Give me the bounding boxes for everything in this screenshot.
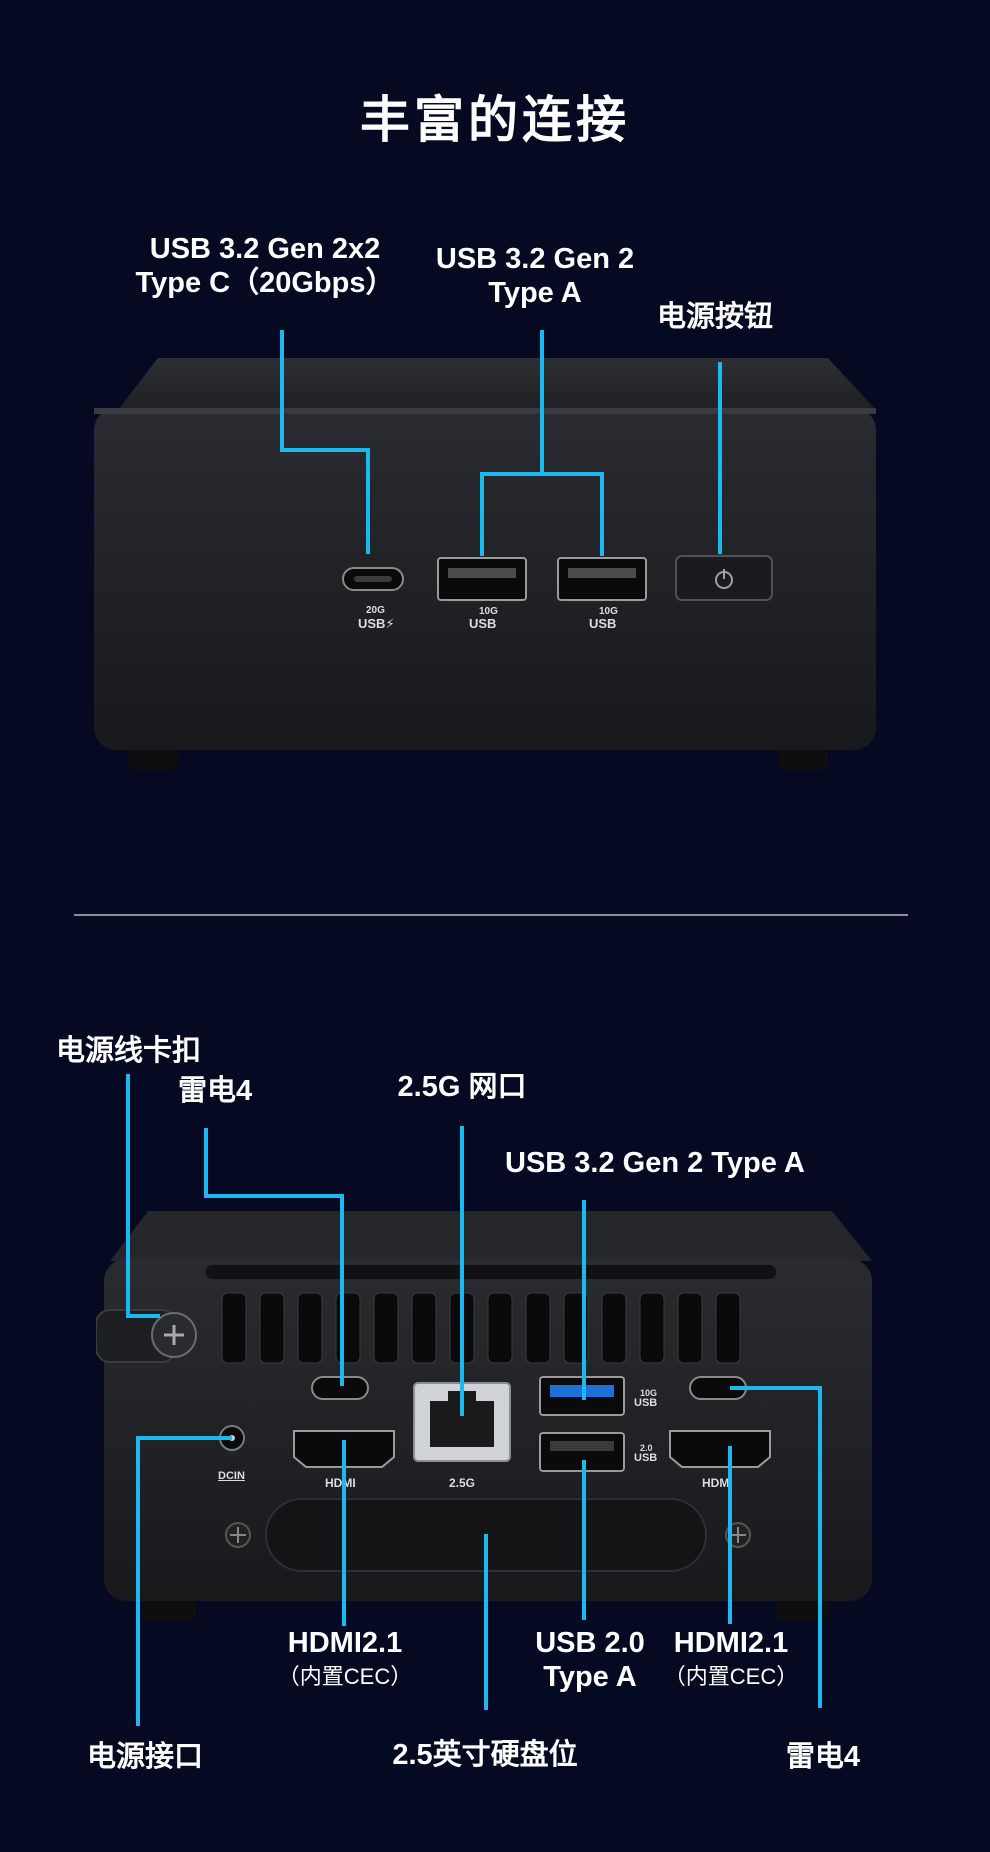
callout-line: [366, 448, 370, 554]
usb20-label: USB 2.0 Type A: [520, 1626, 660, 1694]
usb-top-speed-text: 10G: [640, 1388, 658, 1398]
callout-line: [728, 1446, 732, 1624]
hdmi-right-label: HDMI2.1 （内置CEC）: [656, 1626, 806, 1694]
callout-line: [460, 1126, 464, 1416]
callout-line: [340, 1194, 344, 1386]
callout-line: [582, 1200, 586, 1400]
usb-top-name-text: USB: [634, 1397, 658, 1409]
hdmi-left-label-line2: （内置CEC）: [277, 1664, 413, 1689]
front-device-image: [94, 358, 876, 770]
usba1-port-speed: 10G: [479, 606, 498, 617]
lan-label: 2.5G 网口: [397, 1071, 527, 1103]
page-title: 丰富的连接: [360, 92, 630, 148]
usb-a-front-label-line1: USB 3.2 Gen 2: [435, 243, 635, 275]
callout-line: [480, 472, 484, 556]
callout-line: [600, 472, 604, 556]
callout-line: [280, 448, 370, 452]
usb20-label-line2: Type A: [543, 1661, 637, 1693]
usba1-port-name: USB: [469, 616, 497, 631]
hdmi-left-port-text: HDMI: [325, 1476, 356, 1490]
power-button-label: 电源按钮: [656, 301, 773, 333]
callout-line: [126, 1314, 160, 1318]
hdmi-right-port-text: HDMI: [702, 1476, 733, 1490]
callout-line: [484, 1534, 488, 1710]
usbc-port-speed: 20G: [366, 605, 385, 616]
usb-c-label: USB 3.2 Gen 2x2 Type C（20Gbps）: [120, 232, 410, 300]
thunderbolt-right-label: 雷电4: [785, 1741, 861, 1773]
callout-line: [582, 1460, 586, 1620]
callout-line: [204, 1194, 344, 1198]
usb-a-rear-label: USB 3.2 Gen 2 Type A: [505, 1147, 805, 1179]
hdmi-right-label-line1: HDMI2.1: [673, 1627, 789, 1659]
usb-c-label-line2: Type C（20Gbps）: [135, 267, 395, 299]
hdmi-right-label-line2: （内置CEC）: [663, 1664, 799, 1689]
callout-line: [204, 1128, 208, 1198]
callout-line: [480, 472, 604, 476]
callout-line: [126, 1074, 130, 1318]
front-view: 20G USB⚡ 10G USB 10G USB USB 3.2 Gen 2x2…: [0, 0, 990, 800]
cable-clip-label: 电源线卡扣: [56, 1035, 202, 1067]
usb-bottom-name-text: USB: [634, 1452, 658, 1464]
callout-line: [136, 1436, 232, 1440]
power-jack-label: 电源接口: [86, 1741, 203, 1773]
usb-bottom-speed-text: 2.0: [640, 1443, 653, 1453]
usba2-port-name: USB: [589, 616, 617, 631]
thunderbolt-left-label: 雷电4: [178, 1075, 253, 1107]
usb-a-front-label-line2: Type A: [488, 277, 582, 309]
usb-c-label-line1: USB 3.2 Gen 2x2: [149, 233, 381, 265]
section-divider: [74, 914, 908, 916]
usb-a-front-label: USB 3.2 Gen 2 Type A: [410, 242, 660, 310]
usb20-label-line1: USB 2.0: [535, 1627, 645, 1659]
usbc-port-name: USB⚡: [358, 616, 395, 631]
callout-line: [342, 1440, 346, 1626]
callout-line: [730, 1386, 822, 1390]
callout-line: [540, 330, 544, 474]
hdmi-left-label-line1: HDMI2.1: [287, 1627, 403, 1659]
callout-line: [280, 330, 284, 452]
dcin-port-text: DCIN: [218, 1470, 245, 1482]
usba2-port-speed: 10G: [599, 606, 618, 617]
hdmi-left-label: HDMI2.1 （内置CEC）: [270, 1626, 420, 1694]
callout-line: [136, 1436, 140, 1726]
callout-line: [818, 1386, 822, 1708]
hdd-bay-label: 2.5英寸硬盘位: [392, 1739, 578, 1771]
lan-port-text: 2.5G: [449, 1476, 476, 1490]
callout-line: [718, 362, 722, 554]
